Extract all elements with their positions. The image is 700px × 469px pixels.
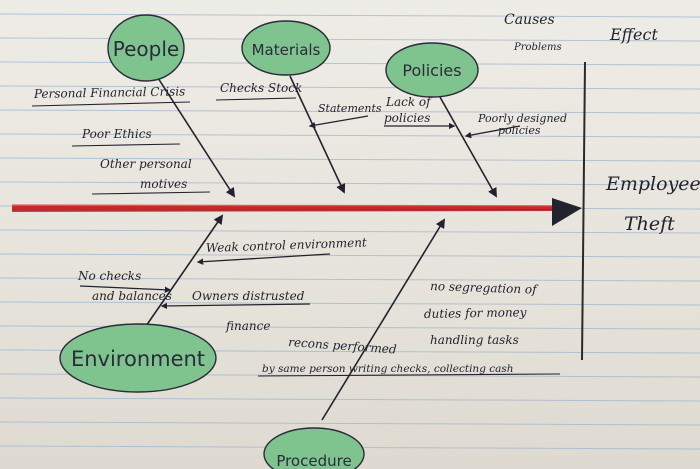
cause-procedure-1: no segregation of (430, 279, 539, 297)
bone-materials (289, 75, 346, 194)
cause-people-3: Other personal (100, 157, 192, 171)
bubble-materials: Materials (241, 20, 331, 76)
cause-policies-3: Poorly designed (477, 112, 567, 125)
margin-line (581, 61, 586, 361)
underline-procedure-bottom (257, 373, 561, 377)
arrow-statements (308, 115, 369, 129)
cause-people-2: Poor Ethics (81, 127, 152, 141)
cause-procedure-4: recons performed (288, 335, 398, 357)
rule-line (0, 397, 700, 402)
underline-personal-financial (31, 101, 191, 107)
cause-procedure-5: by same person writing checks, collectin… (262, 363, 514, 375)
category-materials-label: Materials (252, 41, 321, 59)
cause-policies-4: policies (498, 124, 541, 137)
cause-people-4: motives (140, 177, 187, 191)
cause-materials-2: Statements (318, 102, 382, 115)
bone-people (157, 77, 236, 198)
effect-line-1: Employee (605, 173, 700, 195)
underline-checks-stock (215, 97, 297, 101)
bubble-procedure: Procedure (263, 427, 365, 469)
cause-policies-2: policies (384, 111, 430, 125)
rule-line (0, 181, 700, 186)
bone-environment (145, 214, 224, 327)
cause-environment-3: and balances (92, 289, 172, 303)
category-procedure-label: Procedure (276, 452, 351, 469)
arrow-no-checks (79, 285, 172, 294)
underline-other-personal (91, 191, 211, 195)
arrow-owners (160, 302, 311, 310)
spine-arrowhead (552, 198, 582, 226)
cause-people-1: Personal Financial Crisis (33, 84, 186, 101)
cause-environment-2: No checks (77, 269, 141, 283)
category-people-label: People (113, 37, 179, 61)
arrow-poorly-designed (464, 125, 521, 139)
rule-line (0, 253, 700, 258)
rule-line (0, 421, 700, 426)
bone-policies (435, 89, 497, 198)
rule-line (0, 37, 700, 42)
category-environment-label: Environment (71, 347, 205, 371)
rule-line (0, 13, 700, 18)
bubble-policies: Policies (385, 42, 479, 98)
spine (11, 198, 582, 226)
rule-line (0, 109, 700, 114)
underline-poor-ethics (71, 143, 181, 147)
bone-procedure (321, 218, 445, 421)
cause-materials-1: Checks Stock (220, 81, 302, 95)
cause-procedure-2: duties for money (424, 305, 527, 321)
rule-line (0, 85, 700, 90)
bubble-environment: Environment (59, 323, 217, 393)
effect-line-2: Theft (624, 213, 675, 235)
cause-environment-1: Weak control environment (206, 235, 368, 255)
header-problems: Problems (513, 42, 562, 53)
arrow-weak-control (196, 253, 331, 265)
cause-environment-5: finance (225, 319, 270, 333)
cause-procedure-3: handling tasks (430, 333, 519, 347)
cause-policies-1: Lack of (385, 95, 433, 109)
header-effect: Effect (609, 25, 658, 44)
bubble-people: People (107, 14, 185, 82)
rule-line (0, 61, 700, 66)
rule-line (0, 229, 700, 234)
header-causes: Causes (504, 12, 555, 28)
category-policies-label: Policies (402, 61, 461, 80)
cause-environment-4: Owners distrusted (192, 289, 305, 303)
